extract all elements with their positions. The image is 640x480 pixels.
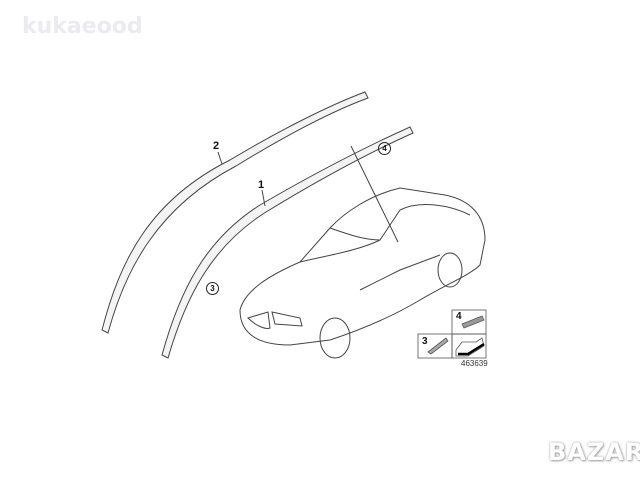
watermark: kukaeood — [22, 14, 143, 39]
legend-label-3: 3 — [422, 336, 428, 347]
trim-strip-1 — [161, 126, 414, 359]
callout-4: 4 — [378, 142, 391, 155]
callout-1: 1 — [258, 179, 265, 191]
legend-boxes — [417, 309, 487, 359]
callout-3: 3 — [206, 282, 219, 295]
arrow-icon — [455, 337, 485, 357]
clip-icon-4 — [461, 315, 485, 329]
car-outline — [239, 187, 486, 346]
legend-label-4: 4 — [456, 311, 462, 322]
diagram-number: 463639 — [461, 359, 488, 368]
trim-strip-2 — [101, 91, 369, 334]
callout-2: 2 — [213, 140, 220, 152]
clip-icon-3 — [427, 337, 449, 355]
bazar-logo: BAZAR — [548, 438, 640, 466]
